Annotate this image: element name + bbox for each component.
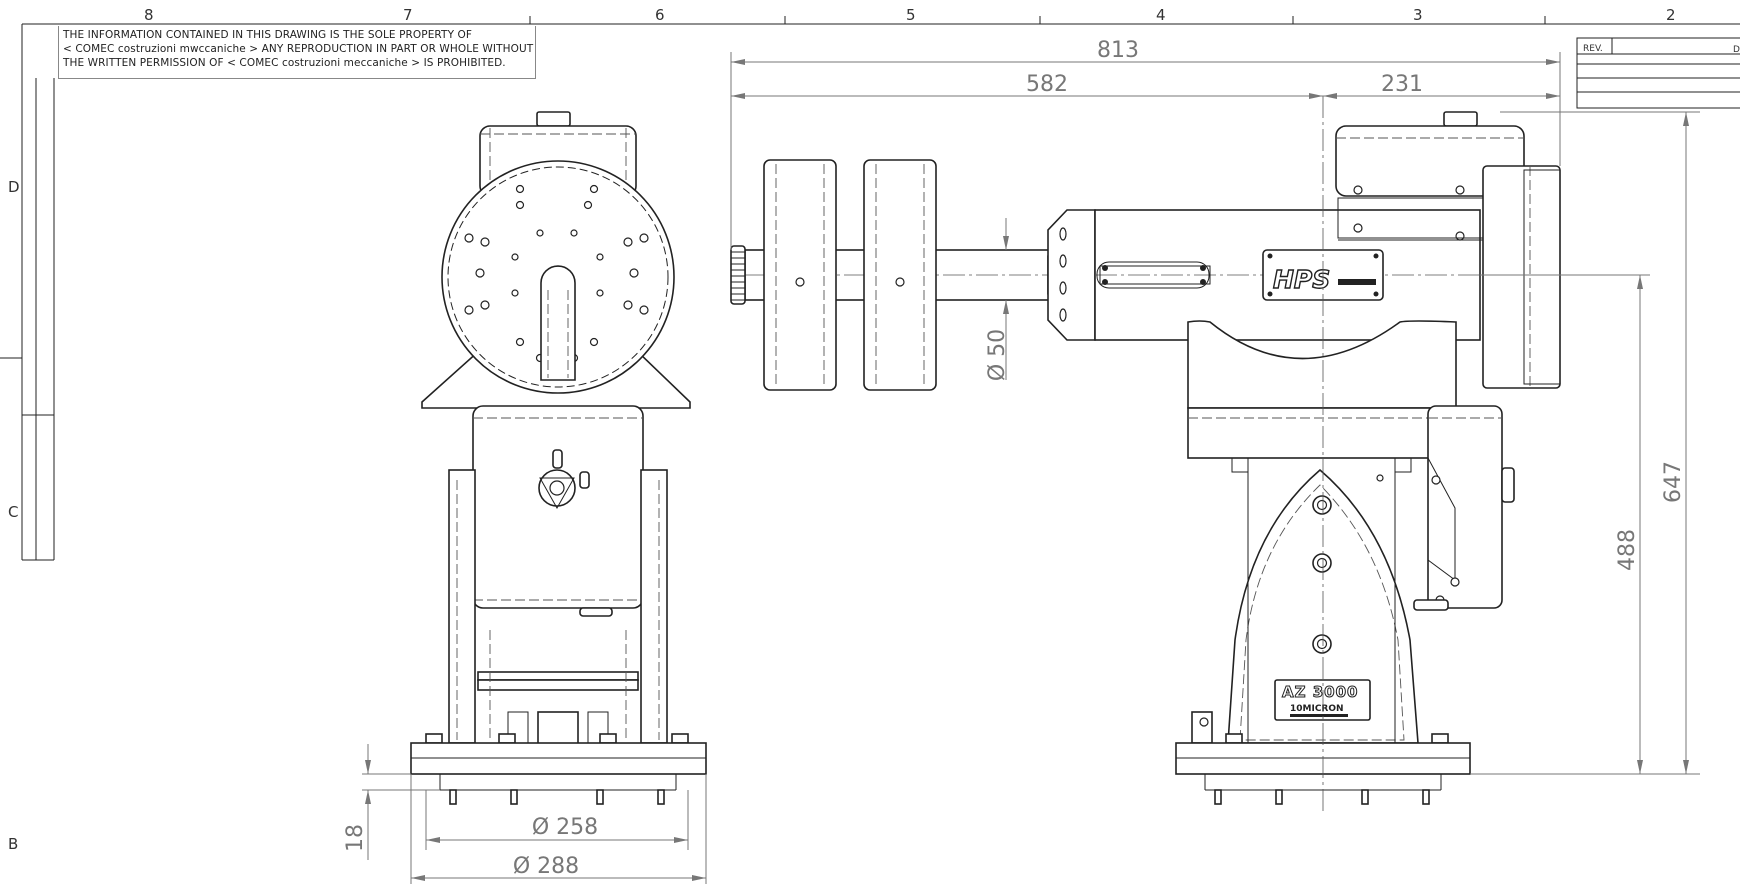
dim-18: 18 [343,824,368,852]
rev-partial-label: D [1733,45,1740,55]
dimension-labels: 813 582 231 Ø 50 647 488 18 Ø 258 Ø 288 [343,38,1686,879]
notice-line-1: THE INFORMATION CONTAINED IN THIS DRAWIN… [63,29,473,41]
adapter-slots [1059,227,1067,322]
dim-base-diameter: Ø 288 [513,854,579,879]
zone-column-3: 3 [1413,6,1423,24]
10micron-logo: 10MICRON [1290,704,1344,714]
notice-line-3: THE WRITTEN PERMISSION OF < COMEC costru… [63,57,506,69]
zone-row-d: D [8,178,20,196]
az3000-logo: AZ 3000 [1282,683,1358,701]
proprietary-notice: THE INFORMATION CONTAINED IN THIS DRAWIN… [58,26,536,79]
zone-column-5: 5 [906,6,916,24]
dim-813: 813 [1097,38,1139,63]
dim-shaft-diameter: Ø 50 [985,329,1010,381]
knurl-lines [731,251,745,301]
dim-488: 488 [1615,529,1640,571]
zone-column-2: 2 [1666,6,1676,24]
zone-column-4: 4 [1156,6,1166,24]
rev-label: REV. [1583,44,1603,54]
dim-582: 582 [1026,72,1068,97]
side-view [410,111,707,805]
zone-column-6: 6 [655,6,665,24]
sheet-frame [0,16,1740,561]
dim-bolt-circle: Ø 258 [532,815,598,840]
dim-647: 647 [1661,461,1686,503]
dimension-lines [362,52,1700,884]
zone-row-c: C [8,503,19,521]
notice-line-2: < COMEC costruzioni mwccaniche > ANY REP… [63,43,534,55]
zone-column-7: 7 [403,6,413,24]
disc-holes [464,184,649,363]
hps-logo: HPS [1273,265,1330,294]
revision-block: REV. D [1576,37,1740,109]
zone-column-8: 8 [144,6,154,24]
front-view: HPS [730,96,1561,812]
zone-row-b: B [8,835,19,853]
dim-231: 231 [1381,72,1423,97]
